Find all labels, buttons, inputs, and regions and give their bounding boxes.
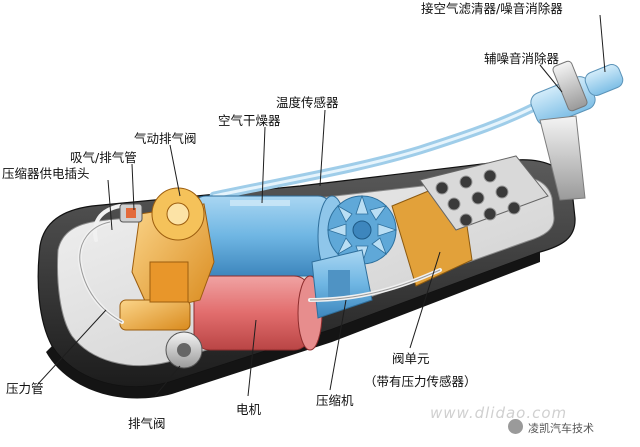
label-air-dryer: 空气干燥器 [218,113,281,128]
label-power-plug: 压缩器供电插头 [2,166,90,181]
leader-power-plug [107,179,113,231]
label-pressure-pipe: 压力管 [6,381,44,396]
leader-intake-exhaust-pipe [131,163,135,211]
leader-exhaust-valve [154,365,181,397]
label-pneumatic-exhaust-valve: 气动排气阀 [134,131,197,146]
leader-temp-sensor [319,109,326,187]
leader-pressure-pipe [37,309,107,385]
leader-pneumatic-valve [169,144,181,197]
auxiliary-silencer [530,60,624,201]
label-compressor: 压缩机 [316,393,354,408]
electric-motor [193,275,323,351]
watermark-faint: www.dlidao.com [430,404,568,422]
leader-air-dryer [261,126,266,204]
label-valve-unit-note: （带有压力传感器） [364,374,477,389]
leader-aux-silencer [539,64,563,93]
leader-valve-unit [409,251,441,349]
label-temp-sensor: 温度传感器 [276,95,339,110]
label-aux-silencer: 辅噪音消除器 [484,51,560,66]
leader-compressor [329,299,347,391]
wechat-icon [508,419,523,434]
label-intake-silencer: 接空气滤清器/噪音消除器 [421,1,563,16]
intake-pipe [209,99,545,201]
label-valve-unit: 阀单元 [392,351,430,366]
power-plug-body [119,203,143,223]
label-exhaust-valve: 排气阀 [128,416,166,431]
exhaust-valve-body [165,331,203,369]
leader-intake-silencer [599,14,606,73]
valve-unit-body [391,155,549,287]
cooling-fan [326,194,398,266]
leader-motor [247,319,257,397]
watermark-brand: 凌凯汽车技术 [528,422,594,435]
label-intake-exhaust-pipe: 吸气/排气管 [70,150,137,165]
pneumatic-exhaust-valve-body [119,187,215,331]
label-motor: 电机 [236,402,262,417]
leader-lines [37,14,606,397]
